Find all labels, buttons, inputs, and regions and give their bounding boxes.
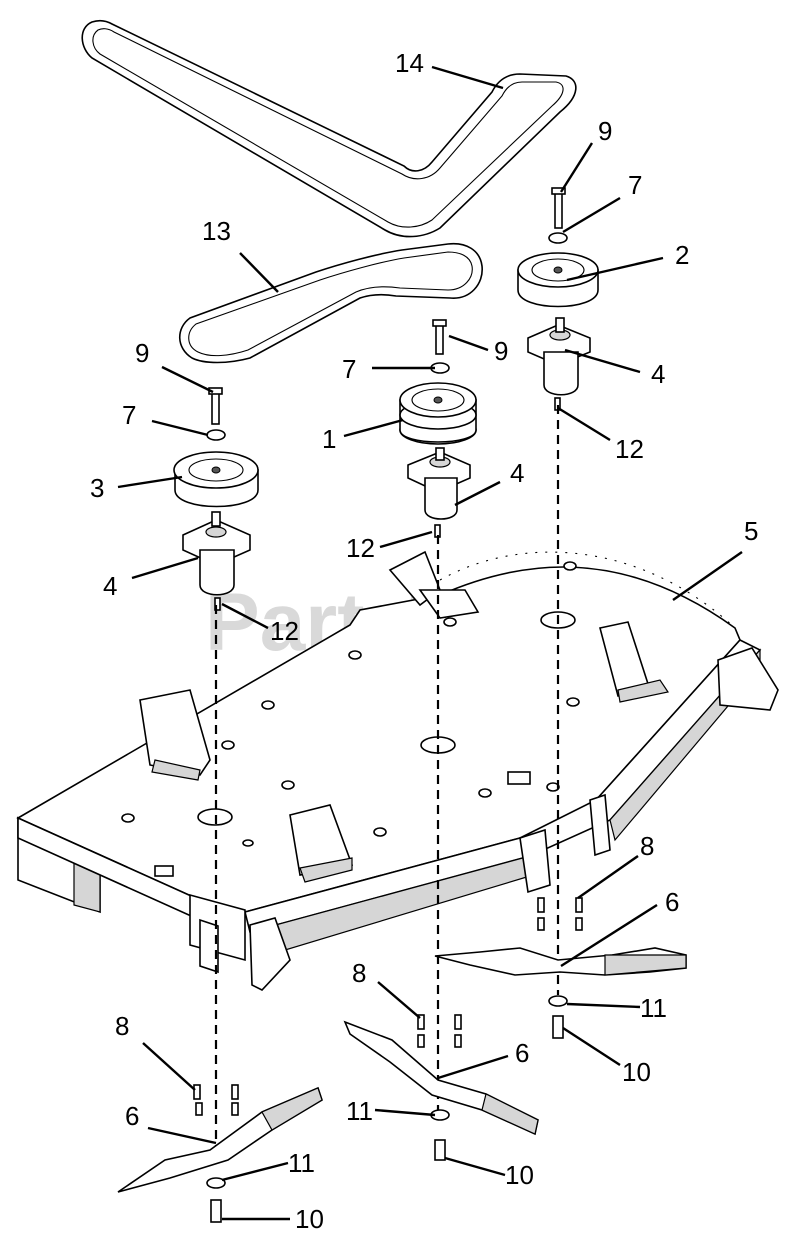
callout-5: 5 <box>744 516 758 546</box>
callout-12-right: 12 <box>615 434 644 464</box>
washer-11-left[interactable] <box>206 1177 226 1189</box>
bolt-9-left[interactable] <box>208 387 223 425</box>
belt-14[interactable] <box>81 19 577 238</box>
right-pulley-2[interactable] <box>517 252 599 308</box>
center-spindle-4[interactable] <box>407 447 471 520</box>
callout-8-left: 8 <box>115 1011 129 1041</box>
callout-4-center: 4 <box>510 458 524 488</box>
callout-10-center: 10 <box>505 1160 534 1190</box>
callout-10-right: 10 <box>622 1057 651 1087</box>
right-spindle-4[interactable] <box>527 317 591 396</box>
callout-12-center: 12 <box>346 533 375 563</box>
callout-9-right: 9 <box>598 116 612 146</box>
callout-1: 1 <box>322 424 336 454</box>
bolt-9-center[interactable] <box>432 319 447 355</box>
callout-3: 3 <box>90 473 104 503</box>
key-12-left[interactable] <box>214 597 221 611</box>
callout-8-center: 8 <box>352 958 366 988</box>
callout-7-right: 7 <box>628 170 642 200</box>
belt-13[interactable] <box>178 242 483 364</box>
callout-7-left: 7 <box>122 400 136 430</box>
screws-8-right[interactable] <box>537 897 583 931</box>
callout-14: 14 <box>395 48 424 78</box>
washer-7-left[interactable] <box>206 429 226 441</box>
bolt-10-right[interactable] <box>552 1015 564 1039</box>
screws-8-center[interactable] <box>417 1014 462 1048</box>
deck-housing-5[interactable] <box>16 550 779 991</box>
center-pulley-1[interactable] <box>399 382 477 445</box>
left-pulley-3[interactable] <box>173 451 259 508</box>
screws-8-left[interactable] <box>193 1084 239 1116</box>
callout-8-right: 8 <box>640 831 654 861</box>
callout-7-center: 7 <box>342 354 356 384</box>
callout-9-left: 9 <box>135 338 149 368</box>
callout-12-left: 12 <box>270 616 299 646</box>
callout-4-left: 4 <box>103 571 117 601</box>
blade-6-right[interactable] <box>434 947 687 976</box>
bolt-10-center[interactable] <box>434 1139 446 1161</box>
blade-6-left[interactable] <box>117 1086 323 1193</box>
callout-11-center: 11 <box>346 1096 373 1126</box>
callout-6-center: 6 <box>515 1038 529 1068</box>
callout-13: 13 <box>202 216 231 246</box>
leader-lines <box>117 65 743 1221</box>
callout-10-left: 10 <box>295 1204 324 1234</box>
bolt-10-left[interactable] <box>210 1199 222 1223</box>
bolt-9-right[interactable] <box>551 187 566 229</box>
left-spindle-4[interactable] <box>182 511 251 596</box>
callout-6-right: 6 <box>665 887 679 917</box>
callout-2: 2 <box>675 240 689 270</box>
blade-6-center[interactable] <box>343 1020 539 1136</box>
washer-11-right[interactable] <box>548 995 568 1007</box>
callout-4-right: 4 <box>651 359 665 389</box>
washer-7-right[interactable] <box>548 232 568 244</box>
callout-11-left: 11 <box>288 1148 315 1178</box>
callout-11-right: 11 <box>640 993 667 1023</box>
callout-9-center: 9 <box>494 336 508 366</box>
callout-6-left: 6 <box>125 1101 139 1131</box>
